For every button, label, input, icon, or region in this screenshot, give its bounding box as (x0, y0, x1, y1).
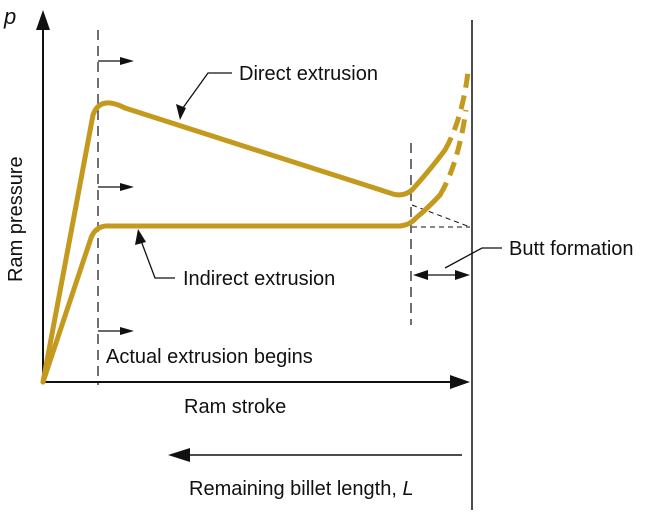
butt-dimension (413, 270, 470, 280)
indirect-extrusion-leader (135, 229, 175, 279)
y-axis-symbol: p (3, 4, 16, 29)
direct-extrusion-leader (176, 72, 232, 120)
y-axis-label: Ram pressure (5, 156, 27, 282)
actual-extrusion-begins-label: Actual extrusion begins (106, 346, 313, 368)
butt-formation-label: Butt formation (509, 238, 634, 260)
start-direction-arrows (98, 57, 134, 335)
indirect-extrusion-curve-dashed (437, 109, 469, 197)
direct-extrusion-curve (40, 100, 448, 385)
remaining-billet-text: Remaining billet length, (189, 478, 402, 500)
direct-extrusion-curve-dashed (442, 71, 471, 152)
direct-extrusion-label: Direct extrusion (239, 63, 378, 85)
remaining-billet-symbol: L (402, 478, 413, 500)
butt-formation-leader (444, 247, 502, 269)
remaining-billet-label: Remaining billet length, L (189, 478, 414, 500)
indirect-extrusion-curve (40, 192, 443, 385)
butt-projection-lines (411, 204, 471, 228)
x-axis (43, 375, 470, 389)
ram-stroke-label: Ram stroke (184, 396, 286, 418)
y-axis (36, 10, 50, 382)
indirect-extrusion-label: Indirect extrusion (183, 268, 335, 290)
remaining-billet-arrow (168, 448, 462, 462)
